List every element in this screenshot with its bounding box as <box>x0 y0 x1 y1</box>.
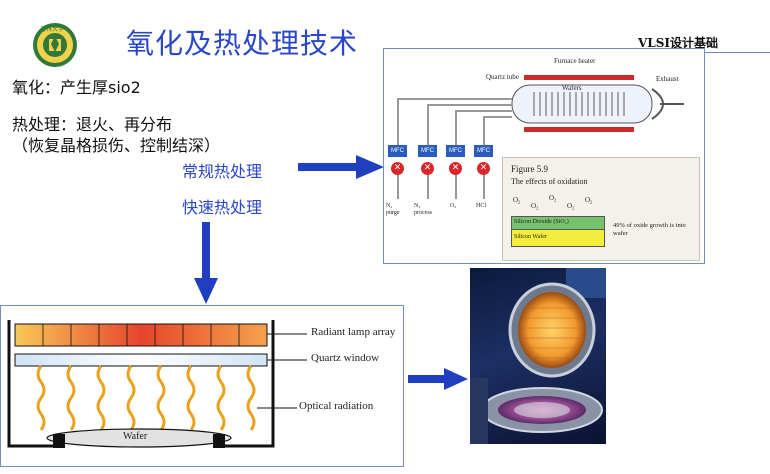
optical-radiation-label: Optical radiation <box>299 400 374 412</box>
arrow-right-icon <box>298 155 384 179</box>
gas-label: N₂ purge <box>386 203 400 216</box>
quartz-window-label: Quartz window <box>311 352 380 364</box>
oxide-layer-label: Silicon Dioxide (SiO₂) <box>514 219 569 225</box>
o2-label: O₂ <box>585 196 593 204</box>
wafers-label: Wafers <box>562 84 582 92</box>
valve-icon: ✕ <box>477 162 490 175</box>
page-title: 氧化及热处理技术 <box>126 27 359 60</box>
heat-treatment-detail: （恢复晶格损伤、控制结深） <box>12 136 221 155</box>
valve-icon: ✕ <box>421 162 434 175</box>
mfc-box: MFC <box>418 145 437 157</box>
logo-text: 吉林大学 <box>40 26 65 33</box>
lamp-array-label: Radiant lamp array <box>311 326 396 338</box>
furnace-diagram: Furnace heater Quartz tube Wafers Exhaus… <box>383 48 705 264</box>
rtp-equipment-photo <box>470 268 606 444</box>
logo-emblem-icon <box>33 23 77 67</box>
oxidation-figure: Figure 5.9 The effects of oxidation O₂ O… <box>502 157 700 261</box>
valve-icon: ✕ <box>391 162 404 175</box>
rapid-heat-label: 快速热处理 <box>182 198 263 217</box>
heat-treatment-line: 热处理：退火、再分布 <box>12 115 173 134</box>
o2-label: O₂ <box>567 202 575 210</box>
quartz-tube-label: Quartz tube <box>486 73 519 81</box>
growth-note: 49% of oxide growth is into wafer <box>613 222 686 237</box>
o2-label: O₂ <box>531 202 539 210</box>
furnace-heater-label: Furnace heater <box>554 57 596 65</box>
gas-label: N₂ process <box>414 203 432 216</box>
exhaust-label: Exhaust <box>656 75 679 83</box>
arrow-right-icon <box>408 368 468 390</box>
oxidation-line: 氧化：产生厚sio2 <box>12 78 141 97</box>
wafer-label: Wafer <box>123 431 148 442</box>
brand-label: VLSI设计基础 <box>638 36 719 50</box>
chamber-photo-icon <box>470 268 606 444</box>
valve-icon: ✕ <box>449 162 462 175</box>
mfc-box: MFC <box>446 145 465 157</box>
arrow-down-icon <box>194 222 218 304</box>
normal-heat-label: 常规热处理 <box>182 162 263 181</box>
university-logo: 吉林大学 <box>32 22 78 68</box>
mfc-box: MFC <box>388 145 407 157</box>
silicon-wafer-layer: Silicon Wafer <box>511 229 605 247</box>
rtp-drawing <box>7 320 307 448</box>
oxide-layer: Silicon Dioxide (SiO₂) <box>511 216 605 230</box>
mfc-box: MFC <box>474 145 493 157</box>
rtp-diagram: Radiant lamp array Quartz window Optical… <box>0 305 404 467</box>
gas-label: HCl <box>476 203 487 209</box>
silicon-wafer-label: Silicon Wafer <box>514 234 547 240</box>
figure-title: Figure 5.9 <box>511 164 548 174</box>
o2-label: O₂ <box>513 196 521 204</box>
gas-label: O₂ <box>450 203 457 209</box>
o2-label: O₂ <box>549 194 557 202</box>
figure-caption: The effects of oxidation <box>511 177 588 186</box>
